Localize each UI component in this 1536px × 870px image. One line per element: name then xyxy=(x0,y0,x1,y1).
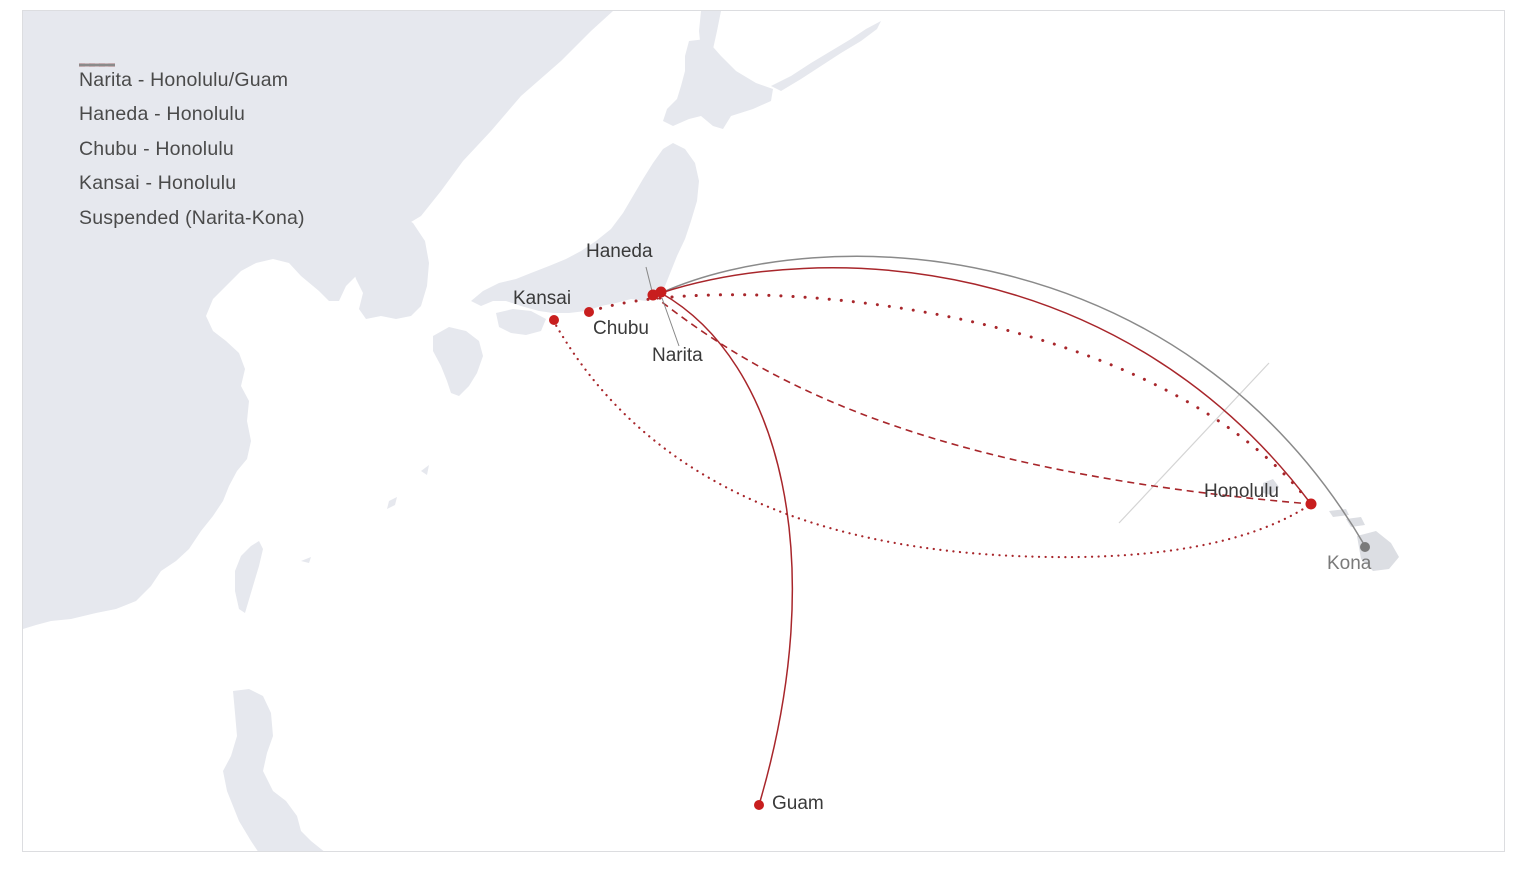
land-luzon xyxy=(223,689,324,851)
kansai-dot[interactable] xyxy=(549,315,559,325)
legend-label: Haneda - Honolulu xyxy=(79,103,246,126)
land-ryukyu-2 xyxy=(421,465,429,475)
routes xyxy=(551,255,1366,806)
land-kurils xyxy=(771,21,881,91)
guam-dot[interactable] xyxy=(754,800,764,810)
city-label-haneda: Haneda xyxy=(586,241,653,262)
route-map: Narita - Honolulu/Guam Haneda - Honolulu… xyxy=(22,10,1505,852)
city-label-kona: Kona xyxy=(1327,553,1372,574)
city-label-kansai: Kansai xyxy=(513,288,572,309)
legend: Narita - Honolulu/Guam Haneda - Honolulu… xyxy=(79,63,305,236)
land-maui xyxy=(1346,517,1365,527)
haneda-leader-line xyxy=(645,266,653,292)
route-narita-honolulu xyxy=(660,267,1312,505)
chubu-dot[interactable] xyxy=(584,307,594,317)
narita-dot[interactable] xyxy=(655,286,667,298)
city-label-honolulu: Honolulu xyxy=(1204,481,1279,502)
land-molokai xyxy=(1329,509,1349,517)
city-label-narita: Narita xyxy=(652,345,703,366)
legend-label: Narita - Honolulu/Guam xyxy=(79,68,289,91)
land-shikoku xyxy=(496,309,546,335)
land-asia-mainland xyxy=(23,11,613,629)
land-oahu xyxy=(1263,479,1279,495)
legend-item-kansai: Kansai - Honolulu xyxy=(79,64,305,202)
legend-label: Suspended (Narita-Kona) xyxy=(79,206,305,229)
city-dots xyxy=(549,286,1370,810)
map-canvas xyxy=(23,11,1399,851)
route-chubu-honolulu xyxy=(587,293,1313,506)
route-narita-kona xyxy=(660,255,1366,547)
route-haneda-honolulu xyxy=(652,294,1312,505)
land-masses xyxy=(23,11,881,851)
legend-label: Chubu - Honolulu xyxy=(79,137,234,160)
land-kyushu xyxy=(433,327,483,396)
legend-label: Kansai - Honolulu xyxy=(79,172,237,195)
land-taiwan xyxy=(235,541,263,613)
legend-item-chubu: Chubu - Honolulu xyxy=(79,63,305,167)
kona-dot[interactable] xyxy=(1360,542,1370,552)
honolulu-dot[interactable] xyxy=(1305,498,1317,510)
legend-item-narita: Narita - Honolulu/Guam xyxy=(79,63,305,98)
land-big-island xyxy=(1357,531,1399,571)
route-narita-guam xyxy=(660,292,794,806)
legend-item-suspended: Suspended (Narita-Kona) xyxy=(79,63,305,236)
city-label-chubu: Chubu xyxy=(593,318,649,339)
graticule-line xyxy=(1118,362,1270,524)
legend-item-haneda: Haneda - Honolulu xyxy=(79,63,305,133)
land-ryukyu-1 xyxy=(387,497,397,509)
hawaii-islands xyxy=(1263,479,1399,571)
solid-line-gray-icon xyxy=(79,63,115,67)
land-ryukyu-3 xyxy=(301,557,311,563)
land-korea xyxy=(331,213,429,319)
land-hokkaido xyxy=(663,39,773,129)
city-label-guam: Guam xyxy=(772,793,824,814)
land-honshu xyxy=(471,143,699,313)
narita-leader-line xyxy=(661,297,680,347)
